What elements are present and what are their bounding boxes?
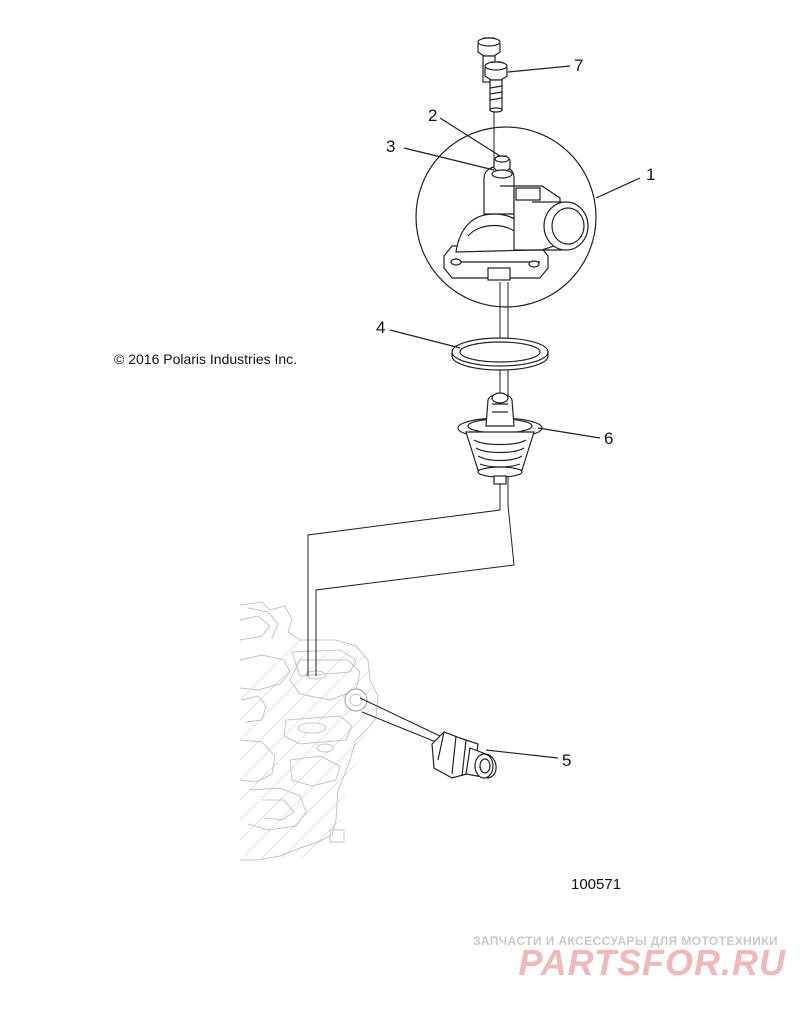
leader-1 [595,177,641,199]
part-2-bleed-screw [493,155,511,173]
part-3-washer [491,169,513,179]
part-4-seal-ring [451,337,549,371]
callout-7: 7 [574,56,583,75]
leader-2 [439,117,501,157]
bolt-front [484,61,508,113]
part-1-thermostat-housing [415,126,597,308]
engine-block-hatching [239,639,373,859]
engine-block [239,601,379,861]
callout-2: 2 [428,106,437,125]
callout-3: 3 [386,137,395,156]
diagram-reference-number: 100571 [571,876,622,893]
callout-labels: 1 2 3 4 5 6 7 [376,56,655,770]
part-6-thermostat [457,392,543,485]
watermark-logo: PARTSFOR.RU [518,942,786,983]
callout-4: 4 [376,318,385,337]
leader-3 [403,147,495,171]
part-7-bolts [477,37,508,113]
leader-lines [389,65,641,759]
leader-7 [507,65,571,73]
callout-5: 5 [562,751,571,770]
leader-4 [389,329,461,349]
part-5-fitting [431,731,497,779]
copyright-notice: © 2016 Polaris Industries Inc. [114,351,298,367]
detail-circle [415,126,597,308]
leader-5 [485,749,559,759]
callout-1: 1 [646,165,655,184]
callout-6: 6 [604,429,613,448]
watermark-tagline: ЗАПЧАСТИ И АКСЕССУАРЫ ДЛЯ МОТОТЕХНИКИ [472,934,778,948]
leader-6 [537,427,601,439]
